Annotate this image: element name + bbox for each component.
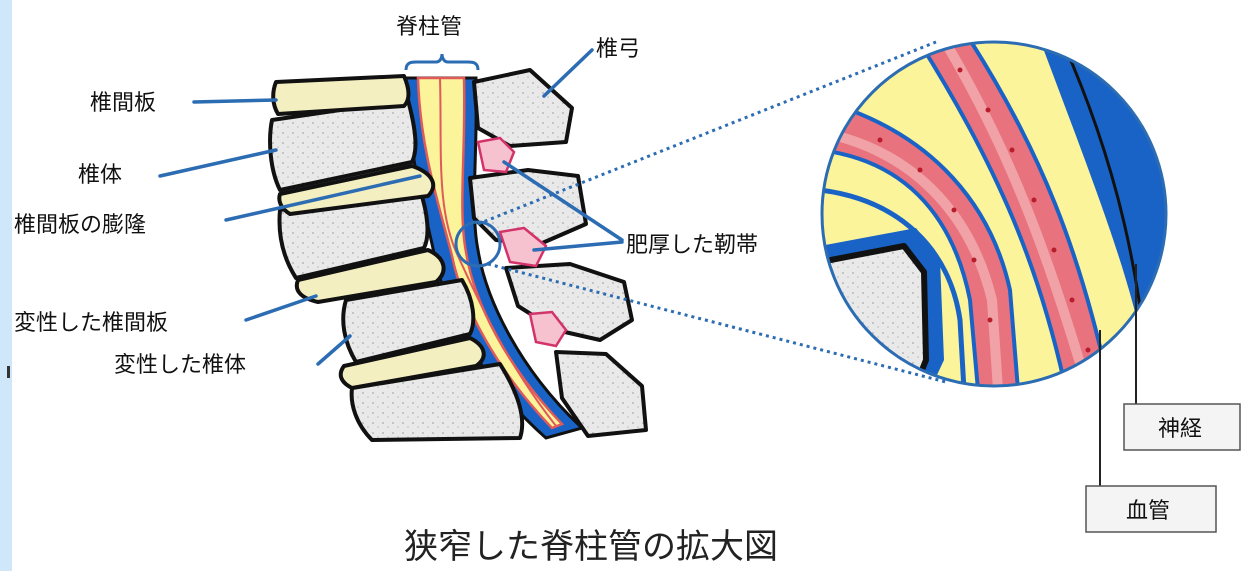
label-degenerated-disc: 変性した椎間板 — [14, 311, 168, 336]
spinal-canal-bracket — [406, 54, 478, 70]
label-degenerated-vertebral-body: 変性した椎体 — [114, 353, 246, 378]
spine-section — [270, 54, 646, 440]
leader-vertebral-arch — [544, 50, 592, 96]
label-nerve: 神経 — [1158, 417, 1202, 442]
intervertebral-disc-top — [273, 76, 408, 114]
label-spinal-canal: 脊柱管 — [396, 15, 462, 40]
leader-intervertebral-disc — [194, 100, 276, 102]
label-disc-bulge: 椎間板の膨隆 — [14, 213, 146, 238]
leader-degenerated-vertebral-body — [318, 336, 350, 364]
label-thickened-ligament: 肥厚した靭帯 — [626, 233, 758, 258]
label-intervertebral-disc: 椎間板 — [90, 91, 156, 116]
vertebral-arch-3 — [506, 264, 632, 340]
diagram-caption: 狭窄した脊柱管の拡大図 — [404, 527, 778, 567]
leader-degenerated-disc — [246, 296, 316, 320]
label-blood-vessel: 血管 — [1126, 499, 1170, 524]
label-vertebral-arch: 椎弓 — [596, 37, 640, 62]
label-vertebral-body: 椎体 — [78, 163, 122, 188]
leader-vertebral-body — [160, 150, 276, 176]
